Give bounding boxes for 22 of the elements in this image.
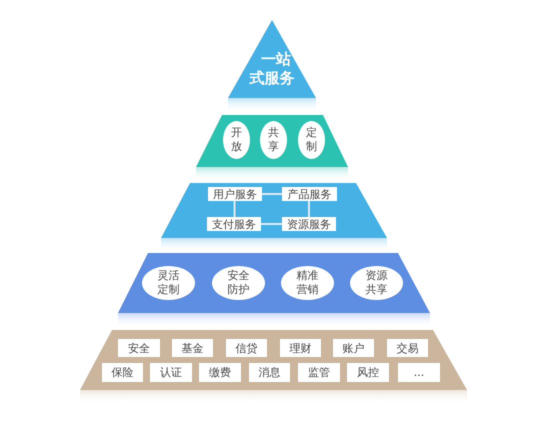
service-box: 账户 — [333, 339, 374, 357]
service-box: 消息 — [249, 363, 290, 382]
service-box: 保险 — [102, 363, 143, 382]
service-box: 安全 — [118, 339, 160, 357]
service-box: 资源服务 — [282, 217, 336, 231]
service-box: ... — [398, 363, 440, 382]
connector-line — [261, 223, 282, 225]
service-box: 交易 — [387, 339, 428, 357]
tier-label: 一站式服务 — [248, 50, 296, 88]
connector-line — [234, 201, 236, 217]
service-box: 产品服务 — [282, 187, 337, 201]
service-box: 认证 — [150, 363, 192, 382]
service-box: 信贷 — [226, 339, 267, 357]
connector-line — [308, 201, 310, 217]
service-box: 缴费 — [199, 363, 241, 382]
service-box: 理财 — [280, 339, 321, 357]
service-box: 监管 — [298, 363, 340, 382]
service-box: 风控 — [347, 363, 389, 382]
service-box: 基金 — [172, 339, 213, 357]
service-box: 支付服务 — [207, 217, 261, 231]
service-box: 用户服务 — [208, 187, 262, 201]
connector-line — [262, 193, 282, 195]
